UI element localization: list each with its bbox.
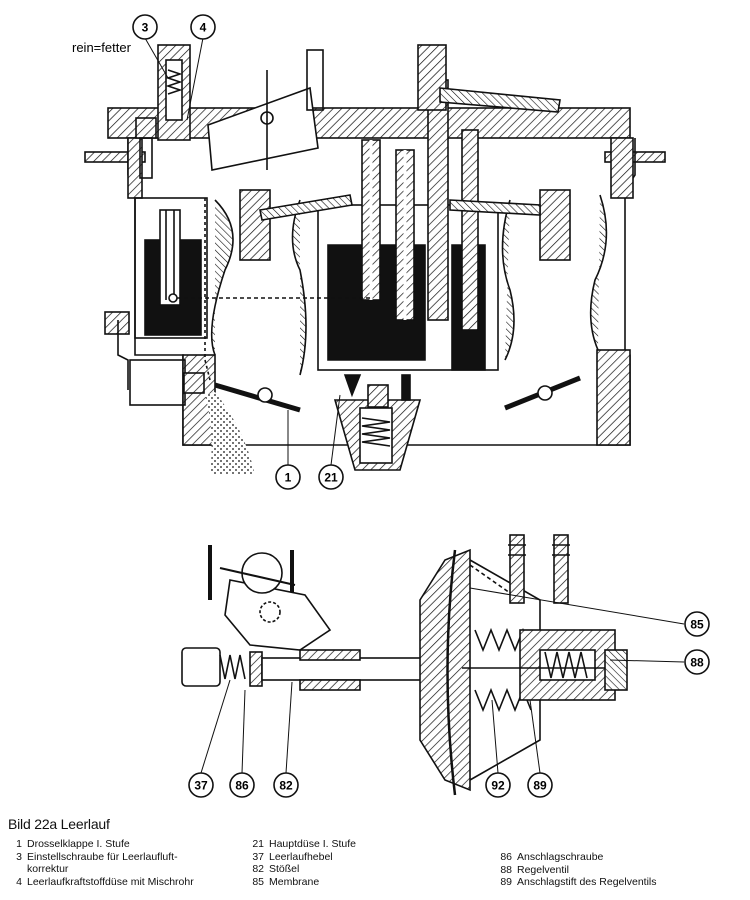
callout-4: 4 [190,14,216,40]
legend-item: 1 Drosselklappe I. Stufe [6,838,194,851]
legend-label: Stößel [269,863,300,875]
callout-88: 88 [684,649,710,675]
legend-num: 4 [16,875,22,888]
legend-label: Membrane [269,875,320,888]
svg-text:85: 85 [690,618,704,632]
callout-leaders-top [144,37,341,466]
svg-text:21: 21 [324,471,338,485]
legend-num: 85 [252,875,264,888]
svg-text:89: 89 [533,779,547,793]
legend-item: 3 Einstellschraube für Leerlaufluft- [6,851,194,864]
legend-item: 85 Membrane [250,876,356,889]
legend-num: 86 [500,851,512,863]
legend-item: 21 Hauptdüse I. Stufe [250,838,356,851]
callout-89: 89 [527,772,553,798]
legend-item: 88 Regelventil [498,864,657,877]
callout-3: 3 [132,14,158,40]
svg-text:86: 86 [235,779,249,793]
callout-85: 85 [684,611,710,637]
svg-text:3: 3 [142,21,149,35]
callout-92: 92 [485,772,511,798]
callout-1: 1 [275,464,301,490]
callout-21: 21 [318,464,344,490]
legend-column-2: 21 Hauptdüse I. Stufe 37 Leerlaufhebel 82 S… [250,838,356,888]
legend-column-1: 1 Drosselklappe I. Stufe 3 Einstellschraub… [6,838,194,888]
legend-label: Drosselklappe I. Stufe [27,838,130,850]
svg-text:1: 1 [285,471,292,485]
legend-item: 89 Anschlagstift des Regelventils [498,876,657,889]
legend-num: 1 [16,838,22,850]
svg-text:88: 88 [690,656,704,670]
legend-label: korrektur [27,863,69,875]
carburetor-section [84,44,666,475]
legend-num: 82 [252,863,264,875]
svg-text:37: 37 [194,779,208,793]
legend-num: 89 [500,876,512,888]
legend-num: 21 [252,838,264,850]
legend-item: korrektur [6,863,194,876]
callout-82: 82 [273,772,299,798]
legend-num [6,863,22,876]
callouts-top: 3 4 1 21 [132,14,344,490]
legend-label: Einstellschraube für Leerlaufluft- [27,850,178,863]
callouts-bottom: 85 88 37 86 82 92 89 [188,611,710,798]
svg-text:4: 4 [200,21,207,35]
legend-label: Anschlagschraube [517,851,604,863]
idle-regulator-section [181,534,628,796]
legend-item: 86 Anschlagschraube [498,851,657,864]
svg-text:92: 92 [491,779,505,793]
legend-item: 82 Stößel [250,863,356,876]
legend-num: 3 [16,850,22,863]
adjustment-note: rein=fetter [72,40,132,55]
legend-label: Leerlaufkraftstoffdüse mit Mischrohr [27,875,194,888]
svg-text:82: 82 [279,779,293,793]
legend-num: 37 [252,850,264,863]
legend-item: 37 Leerlaufhebel [250,851,356,864]
legend-label: Regelventil [517,863,569,876]
legend-label: Leerlaufhebel [269,850,333,863]
callout-86: 86 [229,772,255,798]
callout-leaders-bottom [200,587,685,774]
legend-label: Anschlagstift des Regelventils [517,876,657,888]
callout-37: 37 [188,772,214,798]
legend-num: 88 [500,863,512,876]
legend-label: Hauptdüse I. Stufe [269,838,356,850]
legend-column-3: 86 Anschlagschraube 88 Regelventil 89 Ansch… [498,851,657,889]
legend-item: 4 Leerlaufkraftstoffdüse mit Mischrohr [6,876,194,889]
figure-caption: Bild 22a Leerlauf [8,816,110,832]
